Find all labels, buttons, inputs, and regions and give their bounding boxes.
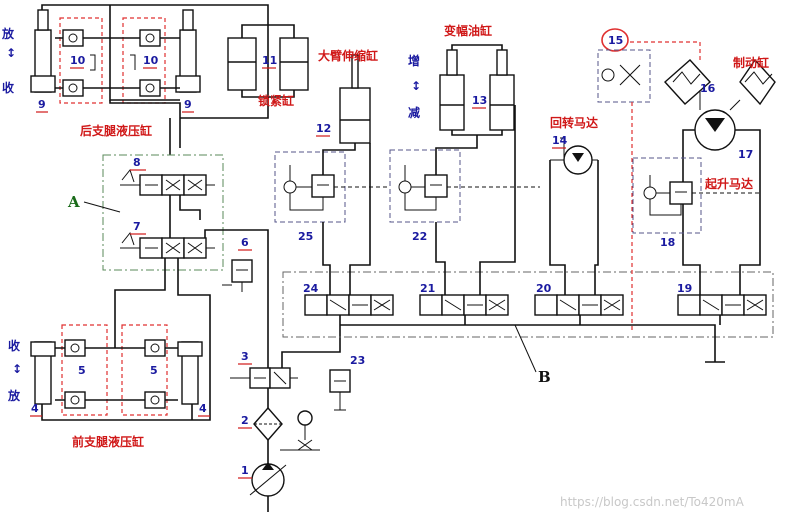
label-front-outrigger: 前支腿液压缸 <box>72 434 144 449</box>
watermark: https://blog.csdn.net/To420mA <box>560 495 745 509</box>
balance-valve-22-frame <box>389 149 461 223</box>
num-10b: 10 <box>143 54 159 67</box>
valve-24 <box>304 294 394 316</box>
num-5a: 5 <box>78 364 86 377</box>
num-20: 20 <box>536 282 552 295</box>
relief-valve-6 <box>222 259 253 292</box>
num-10a: 10 <box>70 54 86 67</box>
num-16: 16 <box>700 82 716 95</box>
brake-cylinders <box>664 58 776 106</box>
luffing-cylinder <box>439 44 515 136</box>
pressure-gauge <box>297 410 313 426</box>
num-9a: 9 <box>38 98 46 111</box>
num-5b: 5 <box>150 364 158 377</box>
valve-8 <box>120 168 215 196</box>
boom-telescopic-cylinder <box>339 54 371 144</box>
num-9b: 9 <box>184 98 192 111</box>
number-underlines <box>30 67 566 479</box>
label-hoist-motor: 起升马达 <box>704 176 753 191</box>
num-12: 12 <box>316 122 331 135</box>
label-locking-cylinder: 锁紧缸 <box>258 93 294 108</box>
balance-valve-18 <box>643 175 760 216</box>
locking-cylinder <box>227 24 309 98</box>
num-21: 21 <box>420 282 435 295</box>
valve-20 <box>534 294 624 316</box>
valve-7 <box>120 231 215 259</box>
num-4b: 4 <box>199 402 207 415</box>
label-release-bottom: 放 <box>7 388 21 403</box>
rear-outrigger-group <box>30 4 269 148</box>
valve-group-a <box>102 154 224 271</box>
num-13: 13 <box>472 94 487 107</box>
num-25: 25 <box>298 230 313 243</box>
front-outrigger-group <box>30 318 211 421</box>
label-group-b: B <box>538 368 551 386</box>
brake-valve-15 <box>597 28 701 330</box>
group-b-pointer <box>514 324 537 373</box>
num-11: 11 <box>262 54 277 67</box>
label-retract-top: 收 <box>2 80 14 95</box>
label-increase: 增 <box>408 53 420 68</box>
label-brake-cylinder: 制动缸 <box>733 55 769 70</box>
num-7: 7 <box>133 220 141 233</box>
group-a-pointer <box>83 201 121 213</box>
label-rear-outrigger: 后支腿液压缸 <box>80 123 152 138</box>
label-group-a: A <box>67 193 80 211</box>
pump-1 <box>249 462 287 512</box>
valve-group-b <box>282 271 774 338</box>
label-retract-bottom: 收 <box>8 338 20 353</box>
num-1: 1 <box>241 464 249 477</box>
num-22: 22 <box>412 230 427 243</box>
num-18: 18 <box>660 236 675 249</box>
label-decrease: 减 <box>408 105 420 120</box>
valve-19 <box>677 294 767 316</box>
num-8: 8 <box>133 156 141 169</box>
arrow-up-down-bottom: ↕ <box>12 362 22 376</box>
balance-valve-25 <box>283 165 335 211</box>
num-14: 14 <box>552 134 568 147</box>
num-4a: 4 <box>31 402 39 415</box>
label-boom-telescopic: 大臂伸缩缸 <box>318 48 378 63</box>
num-17: 17 <box>738 148 753 161</box>
num-24: 24 <box>303 282 319 295</box>
slewing-motor <box>549 137 599 295</box>
num-15: 15 <box>608 34 623 47</box>
num-2: 2 <box>241 414 249 427</box>
num-23: 23 <box>350 354 365 367</box>
relief-valve-23 <box>329 369 351 411</box>
valve-21 <box>419 294 509 316</box>
label-release-top: 放 <box>1 26 15 41</box>
valve-3 <box>230 367 298 389</box>
balance-valve-22 <box>398 165 448 211</box>
num-6: 6 <box>241 236 249 249</box>
num-3: 3 <box>241 350 249 363</box>
arrow-up-down-luffing: ↕ <box>411 79 421 93</box>
label-slewing-motor: 回转马达 <box>550 115 598 130</box>
hoist-motor <box>682 90 761 295</box>
num-19: 19 <box>677 282 692 295</box>
filter-2 <box>253 406 283 442</box>
label-luffing: 变幅油缸 <box>444 23 492 38</box>
arrow-up-down-top: ↕ <box>6 46 16 60</box>
balance-valve-18-frame <box>632 157 702 234</box>
